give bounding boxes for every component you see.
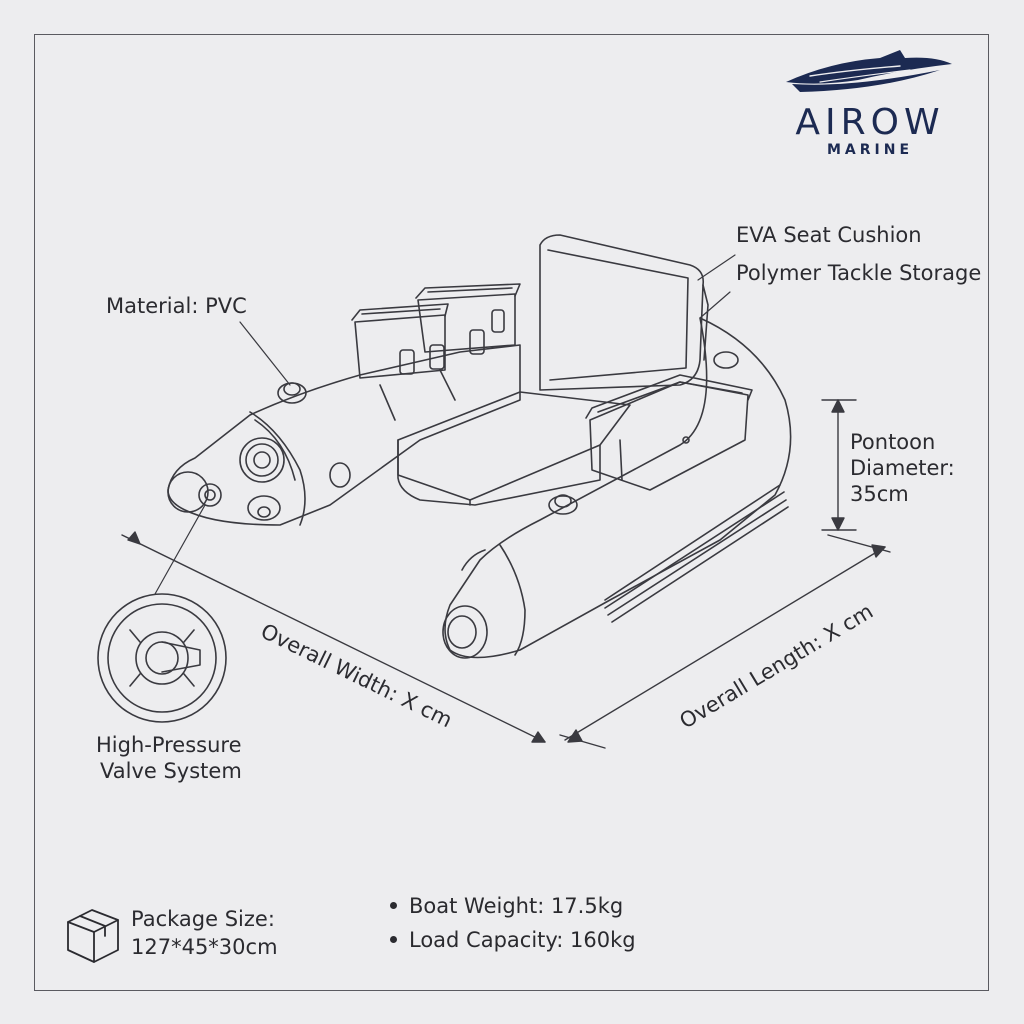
brand-name: AIROW [795, 102, 945, 143]
valve-label-line1: High-Pressure [96, 733, 242, 757]
package-size-label: Package Size: [131, 907, 275, 931]
valve-label-line2: Valve System [100, 759, 242, 783]
valve-detail [97, 593, 227, 723]
seat-backrest [539, 234, 709, 391]
speedboat-logo-icon [786, 50, 952, 92]
right-pontoon [442, 317, 792, 659]
dimension-lines [121, 399, 891, 749]
spec-text: Load Capacity: 160kg [409, 928, 636, 952]
spec-boat-weight: Boat Weight: 17.5kg [390, 894, 623, 918]
material-label: Material: PVC [106, 294, 247, 318]
pontoon-label-line2: Diameter: [850, 456, 955, 480]
package-size-value: 127*45*30cm [131, 935, 278, 959]
seat-label: EVA Seat Cushion [736, 223, 922, 247]
front-tackle-box [585, 374, 753, 491]
bullet [390, 935, 397, 943]
spec-text: Boat Weight: 17.5kg [409, 894, 624, 918]
bullet [390, 901, 397, 909]
storage-label: Polymer Tackle Storage [736, 261, 982, 285]
pontoon-label-line3: 35cm [850, 482, 909, 506]
leader-lines [154, 254, 736, 595]
diagram-frame [34, 34, 989, 991]
spec-load-capacity: Load Capacity: 160kg [390, 928, 636, 952]
pontoon-label-line1: Pontoon [850, 430, 936, 454]
box-icon [67, 909, 119, 963]
rear-tackle-boxes [351, 283, 521, 379]
seat-cushion [397, 391, 631, 506]
left-pontoon [167, 344, 521, 526]
brand-subtitle: MARINE [826, 142, 914, 158]
